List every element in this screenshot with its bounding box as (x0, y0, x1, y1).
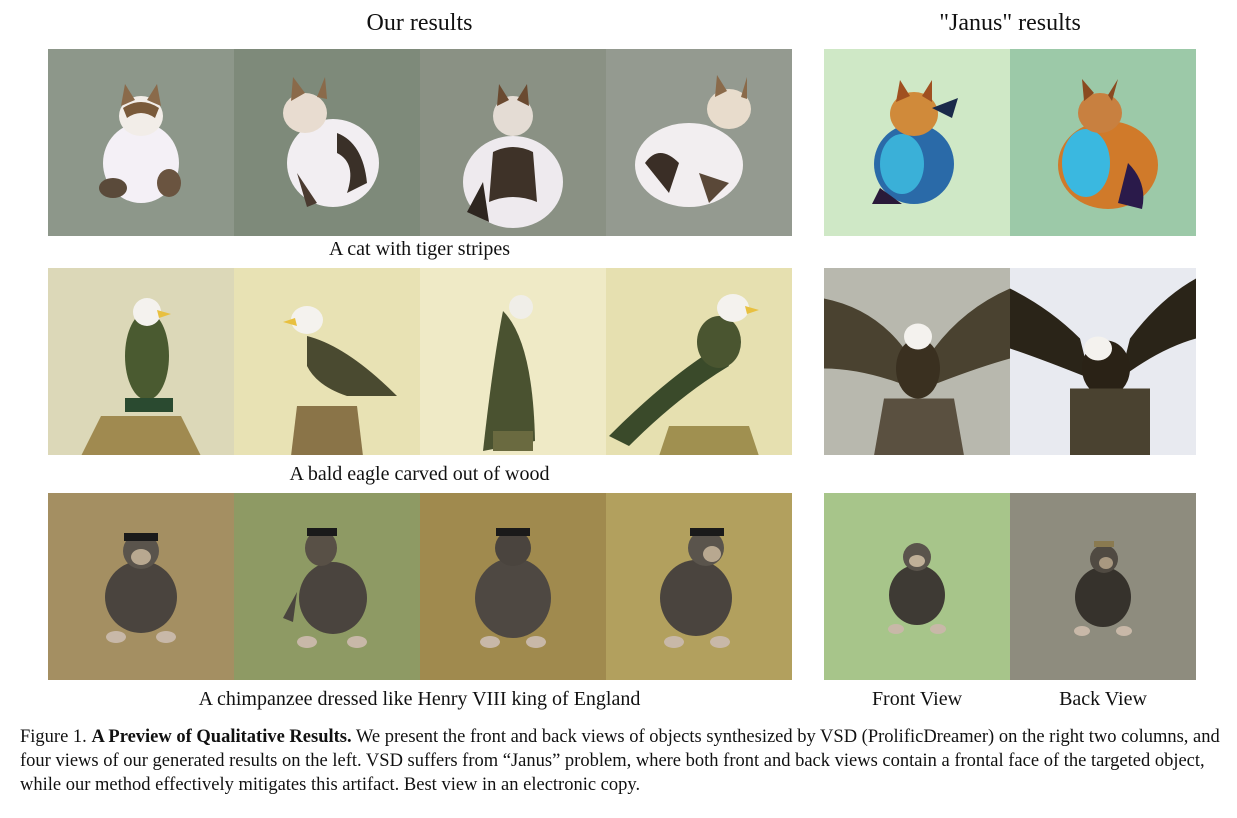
cat-image (99, 83, 181, 203)
chimp-view-1 (48, 493, 234, 680)
janus-chimp-back (1010, 493, 1196, 680)
figure-caption: Figure 1. A Preview of Qualitative Resul… (20, 725, 1220, 797)
janus-row-eagle (824, 268, 1196, 455)
cat-image (1058, 78, 1158, 209)
caption-eagle: A bald eagle carved out of wood (289, 463, 550, 485)
chimpanzee-image (475, 527, 551, 648)
front-view-label: Front View (871, 688, 963, 710)
chimp-view-3 (420, 493, 606, 680)
ours-row-chimpanzee (48, 493, 792, 680)
janus-row-cat (824, 49, 1196, 236)
janus-cat-back (1010, 49, 1196, 236)
janus-results-header: "Janus" results (939, 10, 1081, 36)
cat-image (463, 84, 563, 229)
our-results-header: Our results (366, 10, 473, 36)
ours-row-eagle (48, 268, 792, 455)
eagle-view-3 (420, 268, 606, 455)
eagle-image (283, 305, 397, 455)
eagle-image (609, 293, 759, 455)
cat-view-3 (420, 49, 606, 236)
caption-cat: A cat with tiger stripes (328, 238, 511, 260)
janus-chimp-front (824, 493, 1010, 680)
janus-cat-front (824, 49, 1010, 236)
eagle-view-1 (48, 268, 234, 455)
eagle-image (1010, 278, 1196, 455)
cat-view-1 (48, 49, 234, 236)
chimpanzee-image (1074, 540, 1132, 636)
figure-label: Figure 1. (20, 727, 87, 747)
chimpanzee-image (660, 527, 732, 648)
caption-chimpanzee: A chimpanzee dressed like Henry VIII kin… (198, 688, 641, 710)
eagle-image (81, 297, 201, 455)
cat-image (872, 79, 958, 204)
cat-image (283, 76, 379, 207)
chimpanzee-image (888, 542, 946, 634)
cat-image (635, 74, 751, 207)
cat-view-4 (606, 49, 792, 236)
chimp-view-4 (606, 493, 792, 680)
back-view-label: Back View (1059, 688, 1147, 710)
eagle-view-4 (606, 268, 792, 455)
janus-row-chimpanzee (824, 493, 1196, 680)
ours-row-cat (48, 49, 792, 236)
chimp-view-2 (234, 493, 420, 680)
janus-eagle-back (1010, 268, 1196, 455)
eagle-view-2 (234, 268, 420, 455)
figure-caption-text: We present the front and back views of o… (20, 727, 1220, 795)
janus-eagle-front (824, 268, 1010, 455)
figure-caption-title: A Preview of Qualitative Results. (91, 727, 352, 747)
chimpanzee-image (105, 532, 177, 643)
chimpanzee-image (283, 527, 367, 648)
cat-view-2 (234, 49, 420, 236)
eagle-image (483, 294, 535, 451)
eagle-image (824, 288, 1010, 455)
